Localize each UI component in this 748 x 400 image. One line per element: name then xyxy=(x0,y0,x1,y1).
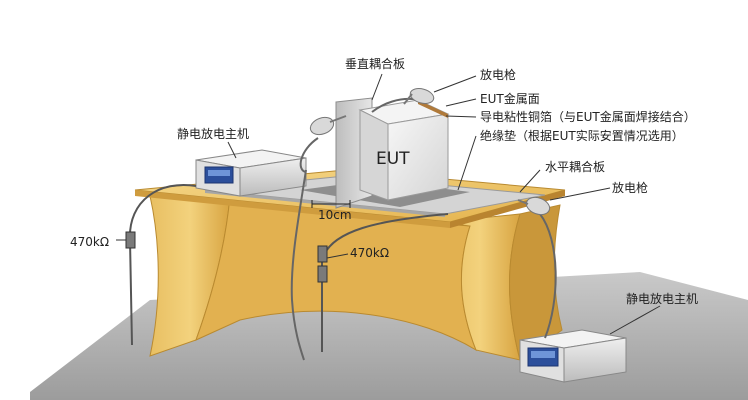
leader-horizontal-plane xyxy=(519,169,541,193)
label-eut-metal-surface: EUT金属面 xyxy=(480,92,540,106)
label-esd-host-left: 静电放电主机 xyxy=(177,127,250,141)
label-distance-10cm: 10cm xyxy=(318,208,352,222)
label-insulation-pad: 绝缘垫（根据EUT实际安置情况选用） xyxy=(480,129,684,143)
esd-generator-right-screen xyxy=(531,351,555,358)
leader-esd-host-left xyxy=(227,141,237,159)
esd-generator-right xyxy=(519,329,627,383)
gun-cable-top xyxy=(299,137,319,173)
leader-conductive-tape xyxy=(445,115,477,118)
label-eut: EUT xyxy=(376,149,410,169)
leader-gun-right xyxy=(549,187,611,201)
eut-box-side xyxy=(387,113,449,201)
label-resistor-left: 470kΩ xyxy=(70,235,110,249)
resistor-middle-lower xyxy=(317,265,328,283)
discharge-gun-right xyxy=(517,196,551,216)
esd-generator-left xyxy=(195,149,307,197)
label-horizontal-coupling-plane: 水平耦合板 xyxy=(545,160,606,174)
table-top-edge xyxy=(135,190,450,228)
conductive-copper-tape xyxy=(418,100,448,118)
label-conductive-copper-tape: 导电粘性铜箔（与EUT金属面焊接结合） xyxy=(480,110,696,124)
label-esd-host-right: 静电放电主机 xyxy=(626,292,699,306)
label-resistor-middle: 470kΩ xyxy=(350,246,390,260)
discharge-gun-top xyxy=(403,88,435,105)
gun-cable-right xyxy=(539,213,557,339)
resistor-left xyxy=(125,231,136,249)
resistor-middle-upper xyxy=(317,245,328,263)
label-discharge-gun-right: 放电枪 xyxy=(612,181,649,195)
esd-generator-left-screen xyxy=(208,170,230,176)
leader-insulation xyxy=(457,135,477,191)
gun-cable-left xyxy=(290,169,307,361)
discharge-gun-left xyxy=(309,115,347,136)
leader-esd-host-right xyxy=(609,305,661,335)
leader-eut-surface xyxy=(445,98,477,107)
leader-vertical-plane xyxy=(371,73,383,101)
leader-gun-top xyxy=(433,75,477,93)
label-discharge-gun-top: 放电枪 xyxy=(480,68,517,82)
label-vertical-coupling-plane: 垂直耦合板 xyxy=(345,57,406,71)
leader-resistor-middle xyxy=(326,253,349,259)
